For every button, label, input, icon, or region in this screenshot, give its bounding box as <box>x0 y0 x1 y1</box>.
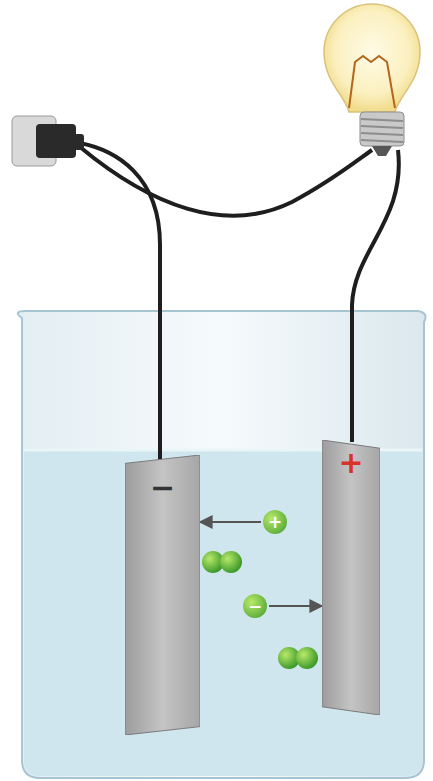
light-bulb <box>324 4 420 112</box>
polarity-sign: + <box>322 448 380 478</box>
ion-migration-arrow <box>269 605 322 607</box>
filament <box>349 56 395 108</box>
molecule <box>296 647 318 669</box>
ion-migration-arrow <box>200 521 261 523</box>
electrode-shape <box>322 440 380 715</box>
electrode-plate: − <box>125 455 200 735</box>
wire <box>80 147 372 216</box>
ion-circle: − <box>243 594 267 618</box>
bulb-base <box>372 146 392 156</box>
wire <box>352 150 399 442</box>
beaker <box>18 311 426 778</box>
plug <box>74 134 84 150</box>
bulb-thread <box>361 133 403 135</box>
ion-circle: + <box>263 510 287 534</box>
molecule <box>220 551 242 573</box>
bulb-base <box>360 112 404 146</box>
ion-charge: + <box>268 514 282 531</box>
electrode-plate: + <box>322 440 380 715</box>
ion-charge: − <box>248 598 262 615</box>
bulb-thread <box>361 140 403 142</box>
bulb-thread <box>361 119 403 121</box>
plug <box>36 124 76 158</box>
polarity-sign: − <box>125 473 200 503</box>
bulb-thread <box>361 126 403 128</box>
